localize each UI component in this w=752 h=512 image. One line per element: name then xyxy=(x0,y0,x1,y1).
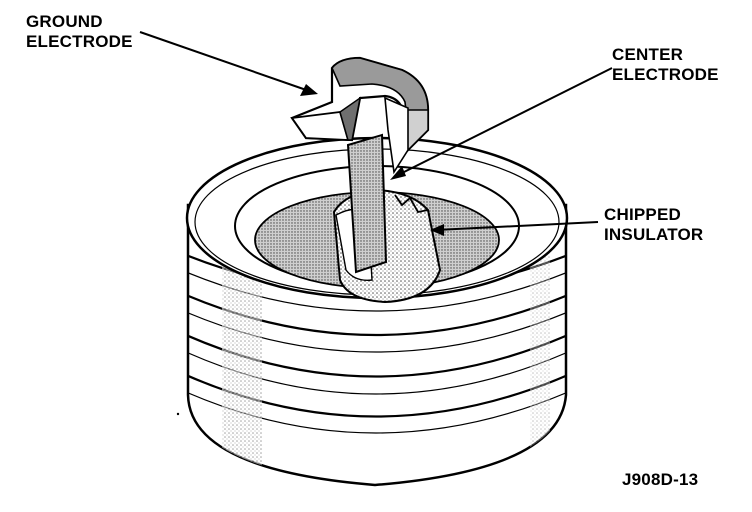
insulator-core xyxy=(332,188,442,304)
scan-speck xyxy=(176,412,180,416)
chipped-insulator-leader xyxy=(435,221,599,231)
center-electrode-label-line-1: CENTER xyxy=(612,45,684,64)
chipped-insulator-label: CHIPPED INSULATOR xyxy=(604,205,703,245)
center-electrode-arrowhead xyxy=(390,166,406,180)
center-electrode-label: CENTER ELECTRODE xyxy=(612,45,719,85)
chipped-insulator-label-line-2: INSULATOR xyxy=(604,225,704,244)
center-electrode-leader xyxy=(395,67,613,177)
ground-electrode-label-line-2: ELECTRODE xyxy=(26,32,133,51)
chipped-insulator-arrowhead xyxy=(430,224,444,236)
ground-electrode-label: GROUND ELECTRODE xyxy=(26,12,133,52)
leader-lines xyxy=(139,31,613,236)
center-electrode xyxy=(346,133,388,274)
ground-electrode-arrowhead xyxy=(300,84,318,96)
figure-id: J908D-13 xyxy=(622,470,699,489)
ground-electrode-leader xyxy=(139,31,313,93)
chipped-insulator-label-line-1: CHIPPED xyxy=(604,205,681,224)
ground-electrode-label-line-1: GROUND xyxy=(26,12,103,31)
ground-electrode xyxy=(290,56,430,175)
center-electrode-label-line-2: ELECTRODE xyxy=(612,65,719,84)
